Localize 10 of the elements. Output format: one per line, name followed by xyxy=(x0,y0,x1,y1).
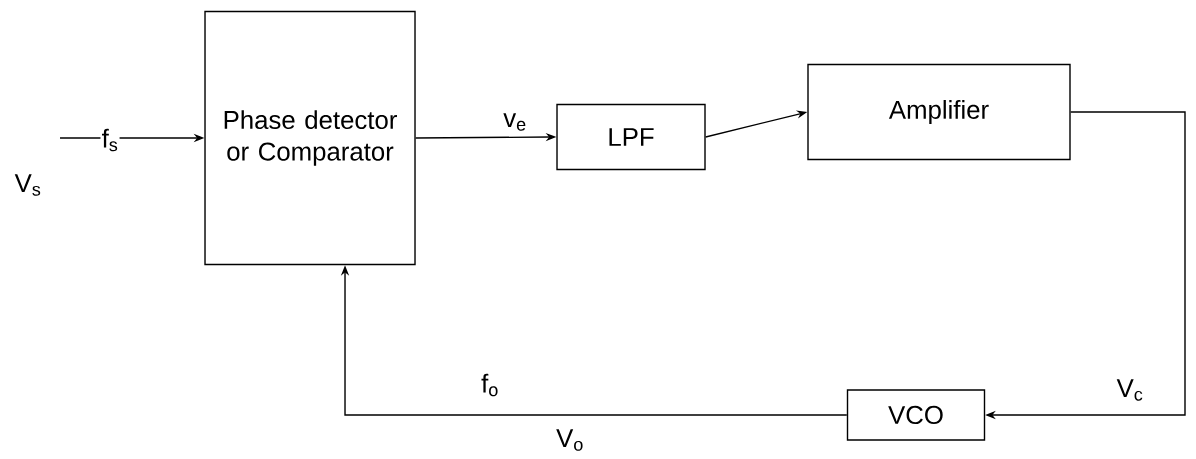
edge-label: v$_{e}$ xyxy=(503,113,526,131)
block-box: VCO xyxy=(846,389,986,441)
block-box: LPF xyxy=(556,103,706,171)
edge-label: f$_{o}$ xyxy=(481,373,498,397)
edge-label: V$_{c}$ xyxy=(1116,379,1143,401)
block-box: Phase detector or Comparator xyxy=(204,10,416,266)
signal-label: V$_{s}$ xyxy=(14,174,41,196)
signal-label: V$_{o}$ xyxy=(556,429,583,451)
edge-label: f$_{s}$ xyxy=(102,128,118,152)
block-box: Amplifier xyxy=(807,63,1071,161)
